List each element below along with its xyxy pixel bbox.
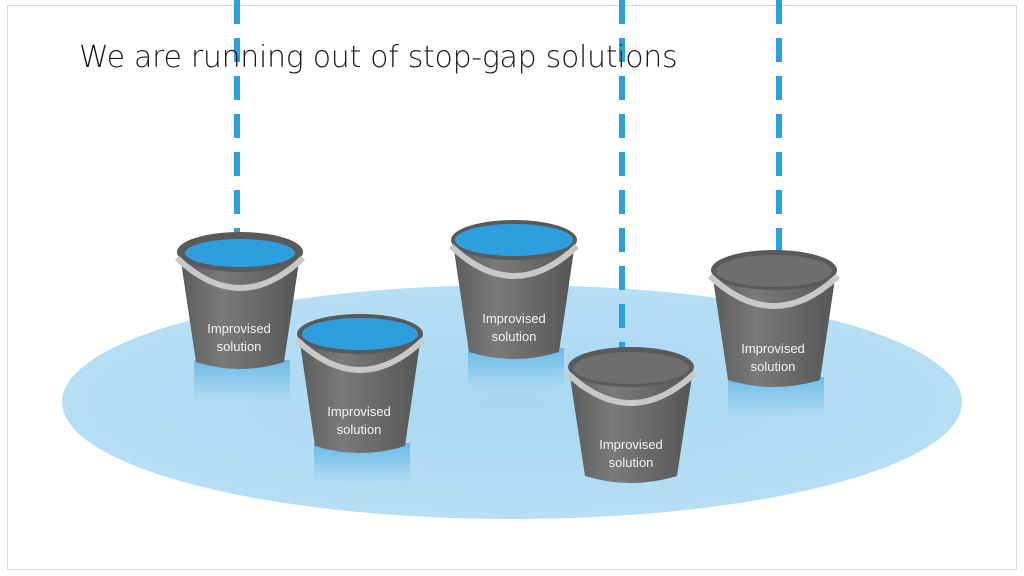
bucket-5-label: Improvised solution [718, 340, 828, 376]
bucket-5 [707, 250, 841, 417]
bucket-2-label: Improvised solution [304, 403, 414, 439]
bucket-1 [174, 232, 306, 400]
bucket-5-label-line2: solution [750, 359, 796, 374]
bucket-4-label: Improvised solution [576, 436, 686, 472]
bucket-1-label: Improvised solution [184, 320, 294, 356]
slide-title: We are running out of stop-gap solutions [79, 40, 678, 75]
bucket-2-label-line2: solution [336, 422, 382, 437]
bucket-3 [448, 220, 580, 388]
bucket-5-label-line1: Improvised [741, 341, 805, 356]
bucket-4-label-line2: solution [608, 455, 654, 470]
bucket-4-label-line1: Improvised [599, 437, 663, 452]
bucket-3-label-line1: Improvised [482, 311, 546, 326]
bucket-1-label-line2: solution [216, 339, 262, 354]
bucket-1-label-line1: Improvised [207, 321, 271, 336]
bucket-3-label: Improvised solution [459, 310, 569, 346]
bucket-4 [564, 347, 698, 483]
bucket-2 [294, 314, 426, 483]
bucket-3-label-line2: solution [491, 329, 537, 344]
bucket-2-label-line1: Improvised [327, 404, 391, 419]
